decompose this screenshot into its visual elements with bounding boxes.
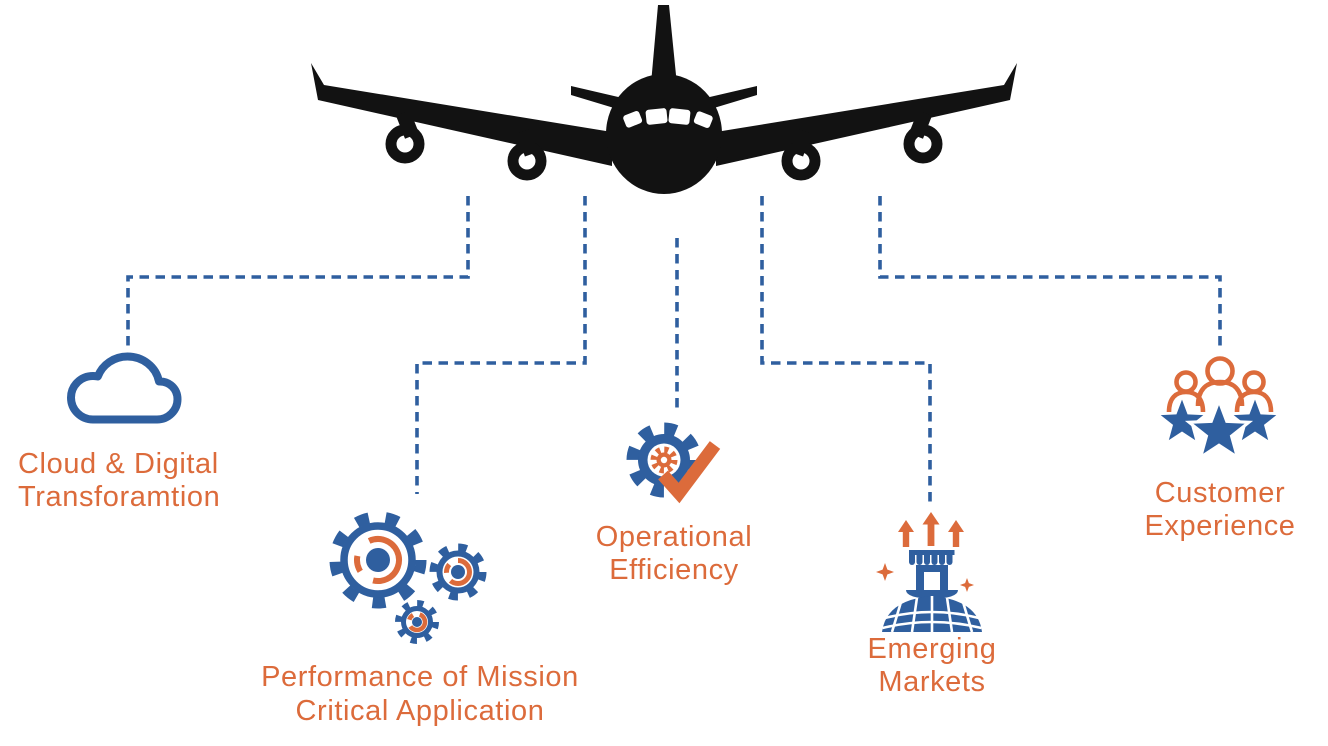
- label-line: Experience: [1144, 510, 1296, 542]
- item-label-emerging: Emerging Markets: [832, 633, 1032, 699]
- cloud-icon: [67, 352, 182, 424]
- connector-customer: [878, 196, 1222, 347]
- airplane-icon: [311, 5, 1017, 194]
- label-line: Critical Application: [295, 695, 545, 727]
- market-globe-growth-icon: [876, 512, 982, 633]
- gear-checkmark-icon: [626, 422, 721, 504]
- label-line: Transforamtion: [18, 481, 221, 513]
- connector-emerging: [760, 196, 932, 506]
- item-label-operational: Operational Efficiency: [574, 521, 774, 587]
- label-line: Customer: [1154, 477, 1286, 509]
- label-line: Performance of Mission: [261, 661, 579, 693]
- label-line: Cloud & Digital: [18, 448, 219, 480]
- label-line: Operational: [595, 521, 753, 553]
- item-label-customer: Customer Experience: [1120, 477, 1320, 543]
- connector-performance: [415, 196, 587, 494]
- item-label-cloud-digital: Cloud & Digital Transforamtion: [18, 448, 298, 514]
- label-line: Markets: [878, 666, 986, 698]
- connector-cloud-digital: [126, 196, 470, 347]
- item-label-performance: Performance of Mission Critical Applicat…: [230, 660, 610, 728]
- customers-stars-icon: [1160, 356, 1277, 461]
- label-line: Emerging: [867, 633, 997, 665]
- gears-icon: [329, 511, 487, 644]
- label-line: Efficiency: [609, 554, 739, 586]
